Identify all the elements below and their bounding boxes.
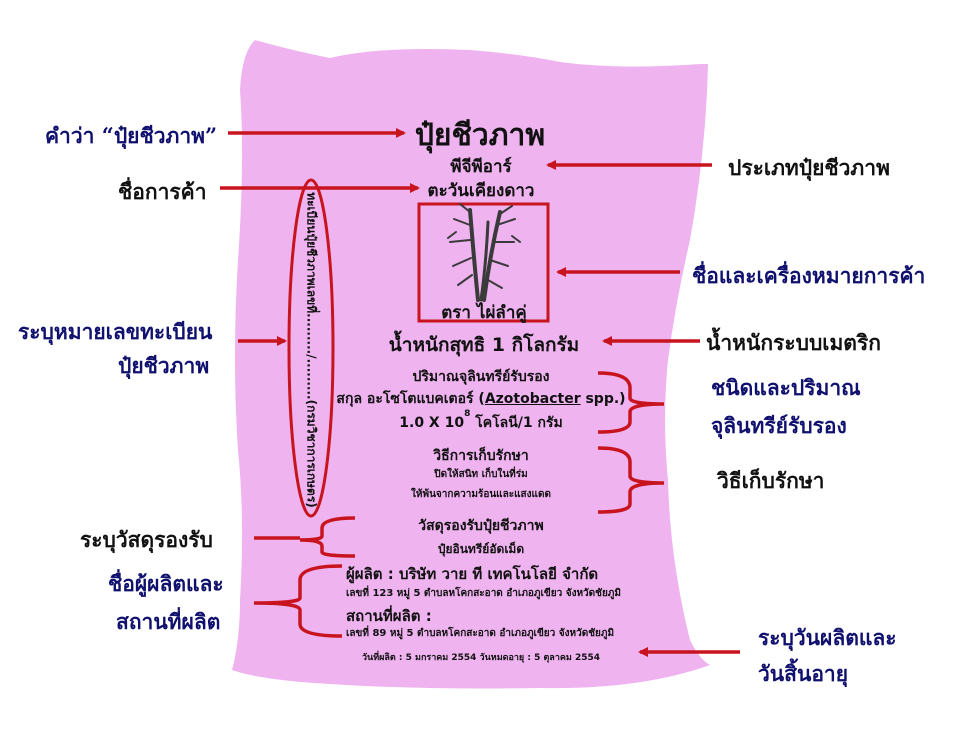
annotation-dates-line-1: ระบุวันผลิตและ bbox=[758, 625, 897, 650]
annotation-carrier: ระบุวัสดุรองรับ bbox=[80, 527, 213, 552]
storage-line-2: ให้พ้นจากความร้อนและแสงแดด bbox=[411, 489, 551, 500]
bamboo-icon bbox=[447, 203, 521, 302]
microbe-count: 1.0 X 108 โคโลนี/1 กรัม bbox=[399, 409, 563, 434]
annotation-producer-line-1: ชื่อผู้ผลิตและ bbox=[108, 571, 224, 596]
annotation-producer-line-2: สถานที่ผลิต bbox=[116, 609, 221, 634]
producer-address: เลขที่ 123 หมู่ 5 ตำบลหโคกสะอาด อำเภอภูเ… bbox=[346, 588, 621, 599]
annotation-trade-name: ชื่อการค้า bbox=[118, 179, 207, 204]
annotation-dates-line-2: วันสิ้นอายุ bbox=[758, 661, 849, 686]
annotation-microbe-line-1: ชนิดและปริมาณ bbox=[711, 375, 861, 400]
bag-registration-number: ทะเบียนปุ๋ยชีวภาพเลขที่........./.......… bbox=[304, 192, 319, 508]
annotation-fertilizer-type: ประเภทปุ๋ยชีวภาพ bbox=[728, 155, 890, 180]
microbe-count-unit: โคโลนี/1 กรัม bbox=[470, 415, 563, 431]
bag-trade-name: ตะวันเคียงดาว bbox=[427, 181, 535, 201]
bag-fertilizer-type: พีจีพีอาร์ bbox=[450, 157, 512, 177]
microbe-genus-thai: สกุล อะโซโตแบคเตอร์ ( bbox=[336, 391, 485, 407]
microbe-heading: ปริมาณจุลินทรีย์รับรอง bbox=[412, 369, 550, 385]
bag-shape bbox=[232, 40, 710, 689]
annotation-storage: วิธีเก็บรักษา bbox=[717, 468, 825, 493]
annotation-title-word: คำว่า “ปุ๋ยชีวภาพ” bbox=[45, 123, 218, 148]
bag-brand: ตรา ไผ่ลำคู่ bbox=[441, 303, 527, 323]
microbe-count-exponent: 8 bbox=[464, 409, 471, 419]
plant-label: สถานที่ผลิต : bbox=[346, 607, 432, 625]
carrier-heading: วัสดุรองรับปุ๋ยชีวภาพ bbox=[418, 518, 544, 534]
annotation-registration-line-1: ระบุหมายเลขทะเบียน bbox=[18, 319, 213, 344]
microbe-genus: สกุล อะโซโตแบคเตอร์ (Azotobacter spp.) bbox=[336, 388, 625, 410]
plant-address: เลขที่ 89 หมู่ 5 ตำบลหโคกสะอาด อำเภอภูเข… bbox=[346, 628, 615, 639]
production-expiry-dates: วันที่ผลิต : 5 มกราคม 2554 วันหมดอายุ : … bbox=[361, 653, 601, 663]
brand-logo-frame bbox=[417, 202, 550, 323]
annotation-metric-weight: น้ำหนักระบบเมตริก bbox=[706, 330, 881, 355]
storage-heading: วิธีการเก็บรักษา bbox=[433, 448, 529, 464]
carrier-value: ปุ๋ยอินทรีย์อัดเม็ด bbox=[437, 542, 525, 556]
storage-line-1: ปิดให้สนิท เก็บในที่ร่ม bbox=[434, 469, 528, 480]
microbe-count-base: 1.0 X 10 bbox=[399, 415, 465, 431]
microbe-genus-suffix: spp.) bbox=[580, 391, 626, 407]
annotation-registration-line-2: ปุ๋ยชีวภาพ bbox=[118, 353, 210, 378]
annotation-microbe-line-2: จุลินทรีย์รับรอง bbox=[711, 413, 847, 438]
producer-name: ผู้ผลิต : บริษัท วาย ที เทคโนโลยี จำกัด bbox=[346, 565, 599, 583]
bag-net-weight: น้ำหนักสุทธิ 1 กิโลกรัม bbox=[388, 334, 580, 356]
bag-title: ปุ๋ยชีวภาพ bbox=[414, 118, 546, 153]
annotation-brand-trademark: ชื่อและเครื่องหมายการค้า bbox=[692, 263, 926, 288]
registration-highlight-ellipse bbox=[287, 178, 335, 518]
microbe-genus-latin: Azotobacter bbox=[484, 391, 581, 407]
